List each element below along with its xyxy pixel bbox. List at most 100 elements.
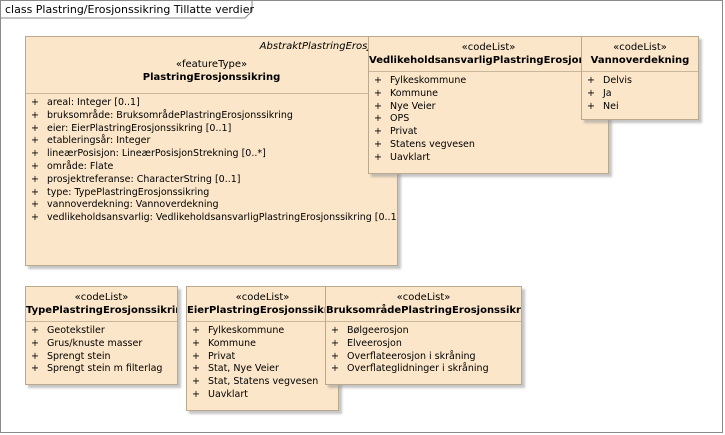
attribute-text: lineærPosisjon: LineærPosisjonStrekning … <box>47 148 266 160</box>
stereotype-label: «codeList» <box>235 292 290 303</box>
attribute-text: Sprengt stein <box>47 350 111 362</box>
stereotype-label: «codeList» <box>613 42 667 53</box>
class-header: «codeList» BruksområdePlastringErosjonss… <box>326 287 521 322</box>
attribute-text: type: TypePlastringErosjonssikring <box>47 186 210 198</box>
class-plastring-erosjonssikring[interactable]: AbstraktPlastringErosjonss «featureType»… <box>25 36 398 266</box>
attribute-text: Privat <box>390 126 418 138</box>
attribute-list: + Fylkeskommune + Kommune + Privat + Stat, Nye … <box>187 322 338 402</box>
public-visibility-marker: + <box>31 135 39 147</box>
attribute-text: Delvis <box>603 75 633 86</box>
class-header: «codeList» Vannoverdekning <box>582 37 698 72</box>
attribute-text: bruksområde: BruksområdePlastringErosjon… <box>47 109 293 121</box>
attribute-text: Privat <box>208 350 236 362</box>
attribute-row: + Nei <box>582 101 698 114</box>
attribute-list: +Geotekstiler+Grus/knuste masser+Sprengt… <box>26 322 177 376</box>
attribute-row: + Statens vegvesen <box>369 139 608 152</box>
stereotype-label: «featureType» <box>175 59 248 70</box>
class-header: AbstraktPlastringErosjonss «featureType»… <box>26 37 397 94</box>
attribute-text: areal: Integer [0..1] <box>47 97 140 108</box>
public-visibility-marker: + <box>31 160 39 172</box>
public-visibility-marker: + <box>31 148 39 160</box>
attribute-row: + vannoverdekning: Vannoverdekning <box>26 199 397 212</box>
stereotype-label: «codeList» <box>74 292 129 303</box>
attribute-row: + prosjektreferanse: CharacterString [0..… <box>26 174 397 187</box>
class-header: «codeList» VedlikeholdsansvarligPlastrin… <box>369 37 608 72</box>
public-visibility-marker: + <box>31 363 39 375</box>
attribute-text: Geotekstiler <box>47 325 105 336</box>
public-visibility-marker: + <box>31 186 39 198</box>
public-visibility-marker: + <box>331 337 339 349</box>
attribute-text: Overflateerosjon i skråning <box>347 350 476 362</box>
attribute-row: +Elveerosjon <box>326 338 521 351</box>
attribute-row: + Privat <box>369 126 608 139</box>
attribute-text: Fylkeskommune <box>208 325 285 336</box>
public-visibility-marker: + <box>374 100 382 112</box>
public-visibility-marker: + <box>374 87 382 99</box>
attribute-row: + Fylkeskommune <box>369 75 608 88</box>
public-visibility-marker: + <box>192 337 200 349</box>
public-visibility-marker: + <box>192 376 200 388</box>
public-visibility-marker: + <box>587 100 595 112</box>
attribute-row: + Kommune <box>187 338 338 351</box>
attribute-list: +Fylkeskommune+Kommune+Nye Veier+OPS+Pri… <box>369 72 608 165</box>
frame-tab-outline <box>1 1 253 19</box>
public-visibility-marker: + <box>31 325 39 336</box>
class-vannoverdekning[interactable]: «codeList» Vannoverdekning + Delvis + Ja + Ne… <box>581 36 699 120</box>
public-visibility-marker: + <box>374 113 382 125</box>
attribute-row: +Grus/knuste masser <box>26 338 177 351</box>
public-visibility-marker: + <box>31 109 39 121</box>
attribute-text: Nye Veier <box>390 100 436 112</box>
stereotype-label: «codeList» <box>461 42 516 53</box>
public-visibility-marker: + <box>192 388 200 400</box>
public-visibility-marker: + <box>587 87 595 99</box>
attribute-row: + Geotekstiler <box>26 325 177 338</box>
class-eier-plastring[interactable]: «codeList» EierPlastringErosjonssikring … <box>186 286 339 411</box>
public-visibility-marker: + <box>192 363 200 375</box>
public-visibility-marker: + <box>374 151 382 163</box>
attribute-text: Kommune <box>208 337 256 349</box>
public-visibility-marker: + <box>331 350 339 362</box>
attribute-row: + Stat, Nye Veier <box>187 363 338 376</box>
attribute-row: + Stat, Statens vegvesen <box>187 376 338 389</box>
public-visibility-marker: + <box>31 199 39 211</box>
attribute-text: Stat, Statens vegvesen <box>208 376 319 388</box>
public-visibility-marker: + <box>587 75 595 86</box>
attribute-text: prosjektreferanse: CharacterString [0..1… <box>47 173 241 185</box>
public-visibility-marker: + <box>374 75 382 86</box>
attribute-row: + Nye Veier <box>369 101 608 114</box>
public-visibility-marker: + <box>374 126 382 138</box>
class-name: EierPlastringErosjonssikring <box>187 305 339 316</box>
attribute-text: Statens vegvesen <box>390 138 475 150</box>
attribute-text: vannoverdekning: Vannoverdekning <box>47 199 219 211</box>
attribute-text: område: Flate <box>47 160 114 172</box>
attribute-list: + Delvis + Ja + Nei <box>582 72 698 113</box>
class-type-plastring[interactable]: «codeList» TypePlastringErosjonssikring … <box>25 286 178 385</box>
public-visibility-marker: + <box>374 138 382 150</box>
attribute-row: +Uavklart <box>187 389 338 402</box>
attribute-text: Nei <box>603 100 619 112</box>
attribute-text: Ja <box>603 87 612 99</box>
attribute-row: +Kommune <box>369 88 608 101</box>
public-visibility-marker: + <box>31 350 39 362</box>
attribute-row: + Sprengt stein <box>26 351 177 364</box>
attribute-list: + Bølgeerosjon +Elveerosjon+ Overflateerosj… <box>326 322 521 376</box>
public-visibility-marker: + <box>31 97 39 108</box>
attribute-text: Bølgeerosjon <box>347 325 409 336</box>
attribute-row: +vedlikeholdsansvarlig: Vedlikeholdsansv… <box>26 212 397 225</box>
abstract-parent-name: AbstraktPlastringErosjonss <box>259 41 393 52</box>
public-visibility-marker: + <box>31 173 39 185</box>
class-vedlikeholdsansvarlig[interactable]: «codeList» VedlikeholdsansvarligPlastrin… <box>368 36 609 174</box>
attribute-row: +Uavklart <box>369 152 608 165</box>
public-visibility-marker: + <box>31 212 39 224</box>
attribute-row: + lineærPosisjon: LineærPosisjonStrekning… <box>26 148 397 161</box>
attribute-row: +Sprengt stein m filterlag <box>26 363 177 376</box>
attribute-text: Stat, Nye Veier <box>208 363 279 375</box>
class-header: «codeList» TypePlastringErosjonssikring <box>26 287 177 322</box>
attribute-text: Fylkeskommune <box>390 75 467 86</box>
attribute-row: +etableringsår: Integer <box>26 135 397 148</box>
public-visibility-marker: + <box>192 350 200 362</box>
class-name: PlastringErosjonssikring <box>142 72 281 83</box>
class-bruksomrade-plastring[interactable]: «codeList» BruksområdePlastringErosjonss… <box>325 286 522 385</box>
attribute-row: + bruksområde: BruksområdePlastringErosjo… <box>26 110 397 123</box>
